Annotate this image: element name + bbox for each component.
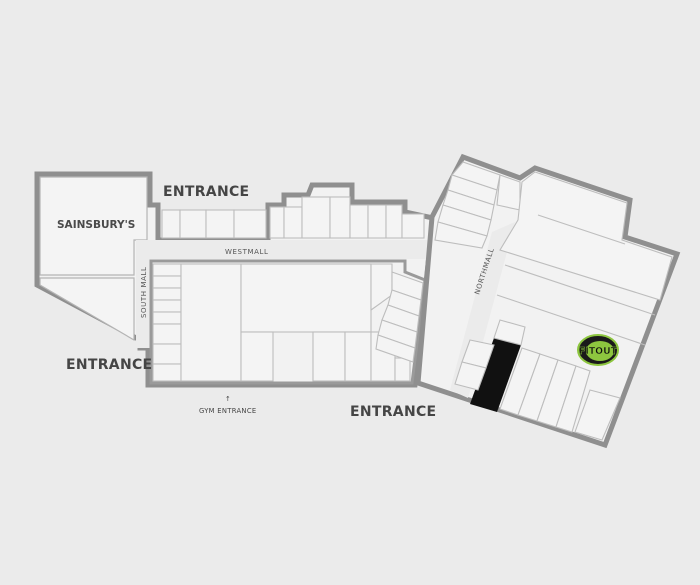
shop-unit[interactable] bbox=[152, 343, 182, 365]
shop-unit[interactable] bbox=[152, 323, 182, 345]
west-mall-label: WESTMALL bbox=[225, 248, 269, 256]
entrance-label-west: ENTRANCE bbox=[66, 357, 152, 373]
shop-unit[interactable] bbox=[152, 363, 182, 382]
shop-unit[interactable] bbox=[344, 331, 372, 382]
east-south-shops bbox=[454, 319, 621, 441]
south-mall-corridor bbox=[136, 240, 150, 348]
shop-unit[interactable] bbox=[375, 334, 416, 363]
shop-unit[interactable] bbox=[152, 311, 182, 325]
shop-unit[interactable] bbox=[434, 221, 488, 249]
east-north-shops bbox=[434, 161, 521, 249]
gym-entrance-arrow: ↑ bbox=[225, 395, 231, 403]
south-mall-shops bbox=[152, 263, 182, 382]
shop-unit[interactable] bbox=[269, 206, 285, 239]
fitness-logo-icon[interactable]: FITOUT bbox=[577, 334, 619, 366]
sainsburys-lower-unit[interactable] bbox=[39, 277, 135, 342]
shop-unit[interactable] bbox=[152, 299, 182, 313]
west-mall-corridor bbox=[150, 240, 430, 259]
shop-unit[interactable] bbox=[493, 319, 526, 346]
shop-unit[interactable] bbox=[312, 331, 346, 382]
shop-unit[interactable] bbox=[152, 263, 182, 277]
shop-unit[interactable] bbox=[301, 196, 331, 239]
large-unit[interactable] bbox=[180, 263, 242, 382]
shop-unit[interactable] bbox=[496, 174, 521, 211]
west-north-shops bbox=[161, 196, 425, 239]
fitness-logo-text: FITOUT bbox=[579, 346, 617, 357]
shop-unit[interactable] bbox=[555, 365, 591, 433]
shop-unit[interactable] bbox=[367, 204, 387, 239]
shop-unit[interactable] bbox=[283, 206, 303, 239]
shop-unit[interactable] bbox=[152, 275, 182, 289]
anchor-store-label: SAINSBURY'S bbox=[57, 219, 135, 231]
shop-unit[interactable] bbox=[240, 331, 274, 382]
shop-unit[interactable] bbox=[394, 357, 411, 382]
shop-unit[interactable] bbox=[152, 287, 182, 301]
shop-unit[interactable] bbox=[454, 361, 487, 391]
south-mall-label: SOUTH MALL bbox=[140, 267, 148, 318]
large-unit[interactable] bbox=[240, 263, 372, 333]
east-block: FITOUT bbox=[415, 153, 681, 449]
shop-unit[interactable] bbox=[205, 209, 235, 239]
shop-unit[interactable] bbox=[401, 213, 425, 239]
shop-unit[interactable] bbox=[161, 209, 181, 239]
entrance-label-south: ENTRANCE bbox=[350, 404, 436, 420]
shop-unit[interactable] bbox=[179, 209, 207, 239]
west-block bbox=[34, 171, 436, 388]
sainsburys-unit[interactable] bbox=[39, 176, 148, 276]
shop-unit[interactable] bbox=[233, 209, 267, 239]
gym-entrance-label: GYM ENTRANCE bbox=[199, 407, 256, 415]
entrance-label-north: ENTRANCE bbox=[163, 184, 249, 200]
shop-unit[interactable] bbox=[349, 204, 369, 239]
shop-unit[interactable] bbox=[574, 389, 621, 441]
highlighted-unit[interactable] bbox=[470, 338, 521, 412]
shop-unit[interactable] bbox=[385, 204, 403, 239]
shop-unit[interactable] bbox=[329, 196, 351, 239]
east-large-unit[interactable] bbox=[499, 171, 673, 301]
central-east-shops bbox=[370, 263, 424, 363]
